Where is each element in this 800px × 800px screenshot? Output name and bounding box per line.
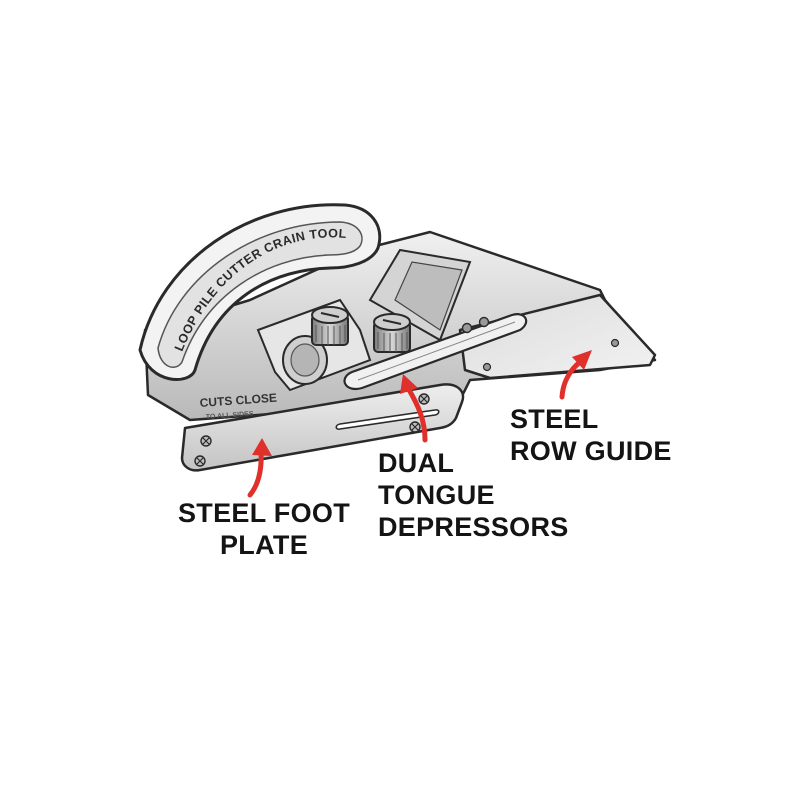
callout-line: TONGUE — [378, 480, 495, 510]
arrow-icon — [559, 350, 592, 400]
callout-line: STEEL — [510, 404, 599, 434]
callout-dual-tongue-depressors: DUAL TONGUE DEPRESSORS — [378, 447, 569, 543]
callout-line: STEEL FOOT — [177, 498, 350, 528]
knob-icon — [311, 306, 349, 346]
callout-line: DEPRESSORS — [378, 512, 569, 542]
screw-icon — [409, 421, 421, 433]
arrow-icon — [247, 438, 272, 498]
row-guide-rivet — [610, 338, 620, 348]
callout-line: ROW GUIDE — [510, 436, 672, 466]
callout-line: PLATE — [220, 530, 308, 560]
tongue-depressor — [343, 313, 528, 391]
arrow-icon — [400, 374, 428, 443]
base-subtext: TO ALL SIDES — [206, 411, 254, 421]
base-side: CUTS CLOSE TO ALL SIDES — [199, 391, 277, 421]
screw-icon — [194, 455, 206, 467]
screw-icon — [200, 435, 212, 447]
steel-row-guide — [458, 293, 657, 380]
callout-steel-row-guide: STEEL ROW GUIDE — [510, 403, 672, 467]
callout-steel-foot-plate: STEEL FOOT PLATE — [172, 497, 356, 561]
knob-icon — [373, 313, 411, 353]
row-guide-rivet — [482, 362, 492, 372]
screw-icon — [418, 393, 430, 405]
base-text: CUTS CLOSE — [199, 391, 277, 410]
callout-line: DUAL — [378, 448, 455, 478]
steel-foot-plate — [180, 383, 465, 472]
